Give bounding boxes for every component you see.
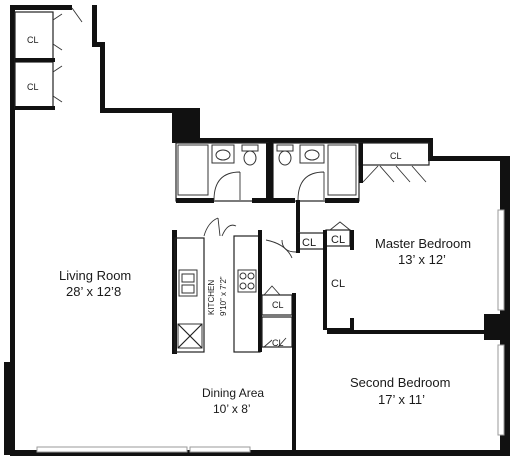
dining-area-size: 10’ x 8’ bbox=[213, 402, 251, 416]
kitchen-size: 9’10” x 7’2” bbox=[219, 276, 228, 316]
second-bedroom-name: Second Bedroom bbox=[350, 375, 450, 390]
top-left-closets bbox=[14, 7, 83, 110]
exterior-walls bbox=[4, 5, 510, 456]
dining-area-name: Dining Area bbox=[202, 386, 264, 400]
master-bedroom-size: 13’ x 12’ bbox=[398, 252, 446, 267]
kitchen-block bbox=[172, 217, 262, 354]
closet-label: CL bbox=[331, 234, 345, 246]
second-bedroom-size: 17’ x 11’ bbox=[378, 392, 425, 407]
closet-label: CL bbox=[272, 338, 284, 348]
closet-label: CL bbox=[390, 151, 402, 161]
windows bbox=[36, 209, 505, 453]
master-bedroom-name: Master Bedroom bbox=[375, 236, 471, 251]
living-room-size: 28’ x 12’8 bbox=[66, 284, 121, 299]
closet-label: CL bbox=[331, 278, 345, 290]
dining-closets bbox=[261, 285, 296, 453]
closet-label: CL bbox=[27, 82, 39, 92]
hall-closets bbox=[265, 200, 354, 332]
bathrooms bbox=[175, 142, 360, 203]
master-closet-top bbox=[358, 142, 430, 183]
closet-label: CL bbox=[272, 300, 284, 310]
living-room-name: Living Room bbox=[59, 268, 131, 283]
closet-label: CL bbox=[302, 237, 316, 249]
kitchen-name: KITCHEN bbox=[207, 280, 216, 315]
closet-label: CL bbox=[27, 35, 39, 45]
